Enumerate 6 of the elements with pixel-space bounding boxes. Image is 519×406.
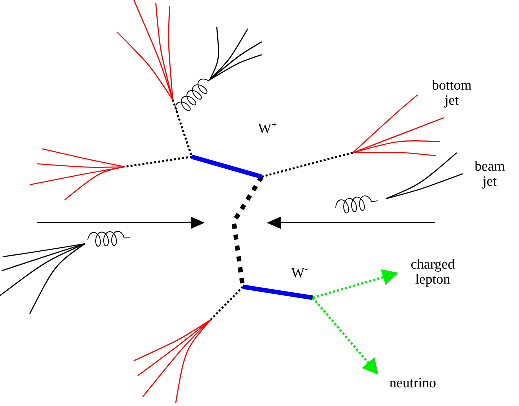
particle-label: neutrino [390, 378, 436, 388]
particle-label: W$^{+}$ [258, 122, 277, 134]
particle-label: charged lepton [412, 259, 455, 287]
particle-label: beam jet [474, 161, 505, 189]
particle-label: bottom jet [432, 80, 472, 108]
particle-label: W$^{-}$ [292, 268, 308, 278]
